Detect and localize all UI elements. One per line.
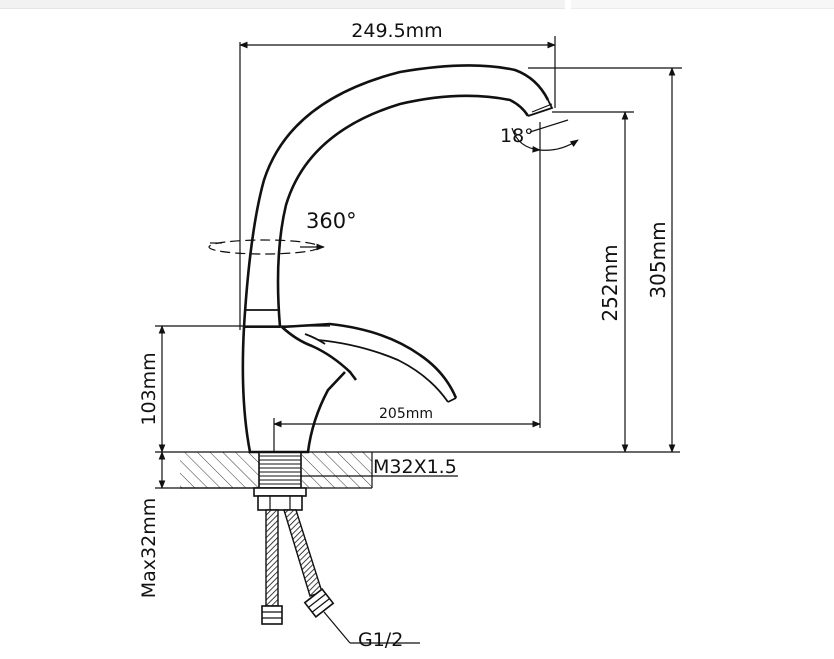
dimension-height-spout: 252mm <box>552 111 634 453</box>
dim-height-total-label: 305mm <box>646 221 670 298</box>
dimension-reach: 205mm <box>273 122 541 452</box>
dimension-body-height: 103mm <box>138 325 330 453</box>
spout <box>242 64 554 328</box>
dim-width-label: 249.5mm <box>351 20 442 42</box>
countertop-section <box>180 452 373 489</box>
thread-label: M32X1.5 <box>373 456 457 478</box>
rotation-indicator: 360° <box>208 209 357 255</box>
window-bar-right <box>571 0 834 9</box>
dim-body-height-label: 103mm <box>138 352 160 425</box>
supply-hoses <box>261 509 335 625</box>
rotation-angle-label: 360° <box>306 209 357 233</box>
threaded-shank <box>253 451 307 511</box>
lever-handle <box>281 322 458 403</box>
dim-height-spout-label: 252mm <box>598 244 622 321</box>
faucet-body <box>241 326 346 454</box>
hose-callout: G1/2 <box>323 611 420 651</box>
thread-callout: M32X1.5 <box>301 456 458 478</box>
dim-max-mount-label: Max32mm <box>138 498 160 598</box>
tilt-angle-label: 18° <box>500 125 534 147</box>
dim-reach-label: 205mm <box>379 406 433 422</box>
dimension-width: 249.5mm <box>239 20 556 330</box>
window-bar-left <box>0 0 565 9</box>
dimension-height-total: 305mm <box>528 67 682 453</box>
hose-thread-label: G1/2 <box>358 629 403 651</box>
tilt-angle-indicator: 18° <box>500 119 579 153</box>
